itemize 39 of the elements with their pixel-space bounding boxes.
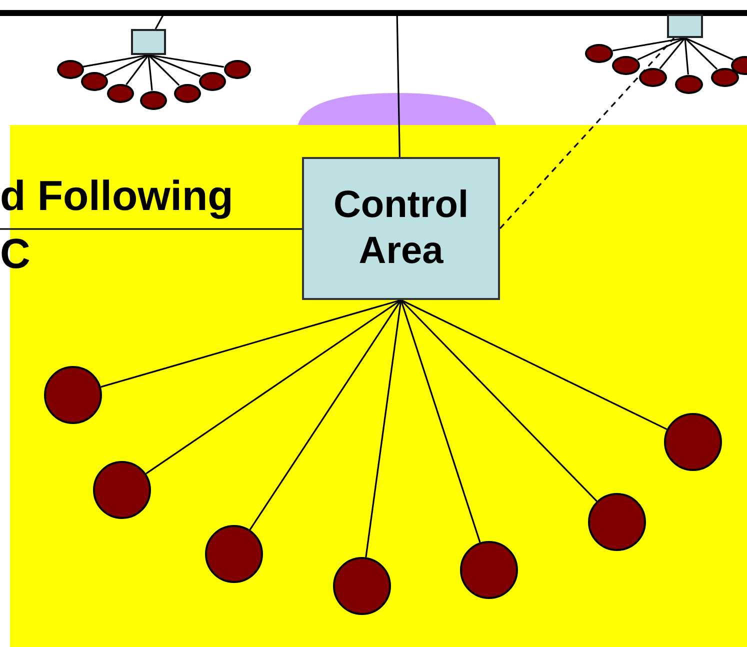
node-circle bbox=[639, 68, 667, 86]
link-line bbox=[400, 299, 668, 430]
node-label: Control Area bbox=[332, 182, 470, 274]
link-line bbox=[0, 228, 302, 230]
link-line bbox=[148, 54, 153, 91]
bus-bar bbox=[0, 10, 747, 16]
link-line bbox=[684, 37, 734, 60]
link-line bbox=[82, 54, 149, 68]
node-circle bbox=[711, 68, 739, 86]
node-circle bbox=[56, 60, 84, 78]
link-line bbox=[100, 299, 402, 388]
node-circle bbox=[675, 74, 703, 94]
link-line bbox=[659, 38, 686, 70]
link-line bbox=[249, 300, 402, 530]
node-circle bbox=[106, 84, 134, 102]
dashed-link-line bbox=[499, 37, 675, 230]
link-line bbox=[400, 299, 598, 502]
node-circle bbox=[80, 72, 108, 90]
link-line bbox=[684, 37, 718, 70]
link-line bbox=[400, 300, 481, 543]
node-circle bbox=[140, 90, 166, 110]
link-line bbox=[146, 299, 402, 474]
control-area-box bbox=[302, 157, 500, 300]
node-circle bbox=[224, 60, 250, 78]
link-line bbox=[126, 54, 150, 86]
link-line bbox=[637, 37, 686, 60]
hub-box bbox=[131, 29, 166, 55]
link-line bbox=[612, 37, 686, 52]
node-circle bbox=[585, 44, 613, 62]
link-line bbox=[148, 54, 180, 86]
node-circle bbox=[174, 84, 200, 102]
node-circle bbox=[198, 72, 226, 90]
hub-box bbox=[667, 14, 703, 38]
link-line bbox=[684, 38, 689, 75]
link-line bbox=[104, 54, 149, 76]
node-circle bbox=[612, 56, 640, 74]
link-line bbox=[365, 300, 402, 558]
link-line bbox=[148, 54, 224, 68]
link-line bbox=[148, 54, 201, 77]
